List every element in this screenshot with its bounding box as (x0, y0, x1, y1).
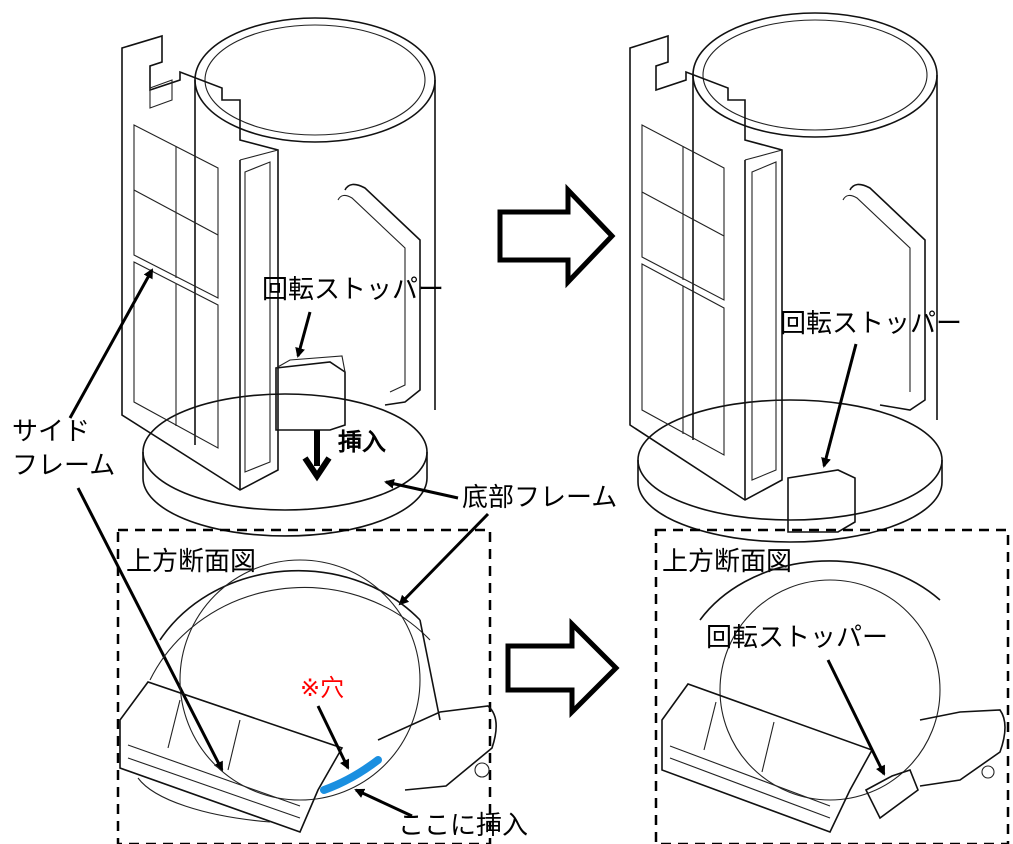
insertion-slot (320, 756, 382, 794)
device-before-insertion (121, 17, 436, 537)
stopper-pointer-bottom-right (826, 659, 886, 776)
device-after-insertion (629, 12, 943, 543)
cylinder-top (194, 17, 436, 143)
insert-label: 挿入 (338, 428, 386, 456)
side-frame-pointer-upper (68, 268, 154, 419)
stopper-pointer-top-left (295, 311, 312, 358)
section-left-title: 上方断面図 (126, 547, 256, 577)
insert-here-label: ここに挿入 (398, 811, 528, 841)
bottom-frame-pointer-lower (398, 512, 490, 606)
handle (344, 183, 421, 406)
bottom-frame-label: 底部フレーム (462, 483, 617, 513)
bottom-frame-pointer-upper (384, 478, 459, 500)
section-view-right-frame (654, 528, 1010, 844)
stopper-label-bottom-right: 回転ストッパー (706, 623, 888, 653)
side-frame (121, 34, 279, 491)
side-frame-label-line2: フレーム (12, 451, 115, 481)
section-right-title: 上方断面図 (662, 547, 792, 577)
stopper-label-top-right: 回転ストッパー (780, 309, 962, 339)
stopper-label-top-left: 回転ストッパー (262, 275, 444, 305)
rotation-stopper (275, 361, 346, 431)
stopper-pointer-top-right (821, 343, 858, 468)
section-view-left-frame (116, 528, 492, 844)
outlined-right-arrow-icon (505, 617, 620, 719)
rotation-stopper-inserted (787, 469, 856, 533)
base-ring-side (142, 452, 428, 537)
insert-here-pointer (354, 788, 413, 818)
hole-note: ※穴 (300, 674, 344, 702)
section-view-left (119, 559, 497, 834)
section-view-right (661, 560, 1006, 834)
insert-down-arrow-icon (302, 430, 332, 482)
outlined-right-arrow-icon (497, 183, 616, 289)
side-frame-label-line1: サイド (12, 417, 90, 447)
side-frame-pointer-lower (76, 487, 224, 772)
rotation-stopper-section (864, 769, 919, 820)
hole-pointer (316, 705, 350, 770)
